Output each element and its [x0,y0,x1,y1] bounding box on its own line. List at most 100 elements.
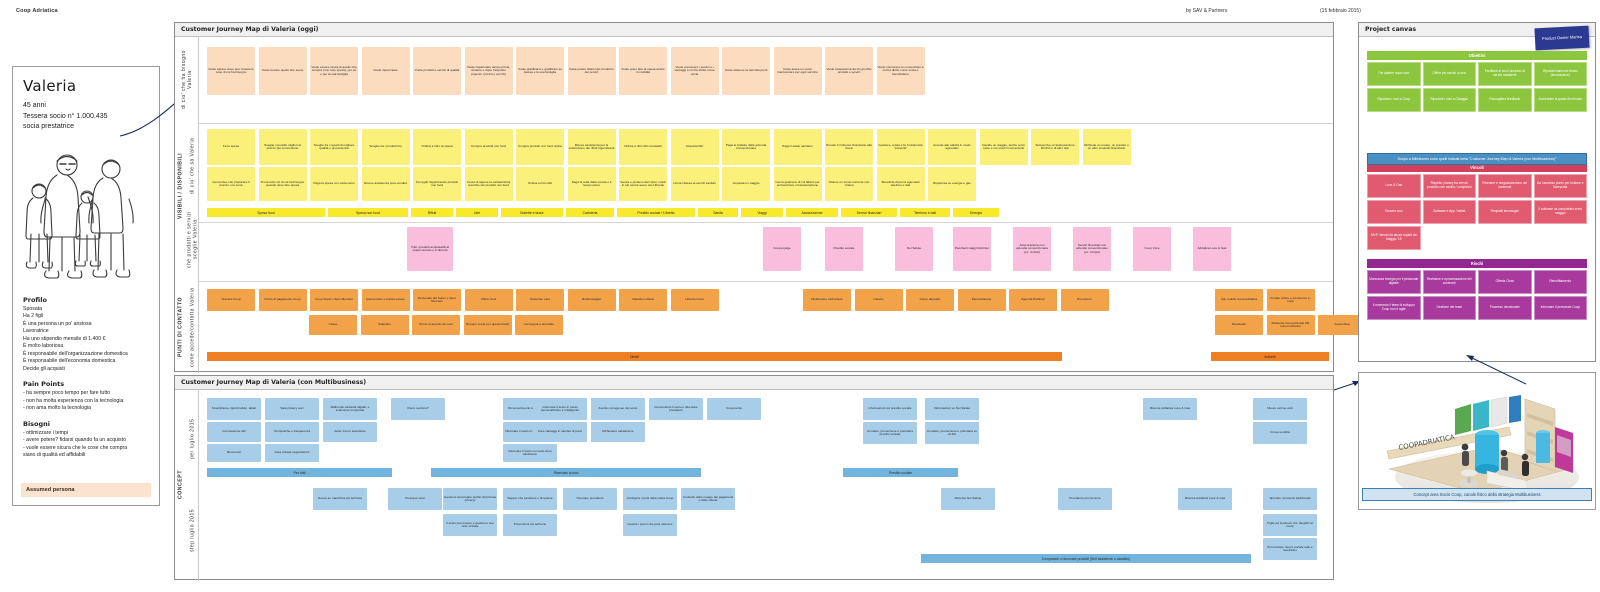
concept-note[interactable]: Smartphone, tipo/di tablet, tablet [207,398,261,420]
need-note[interactable]: Vuole potere fidarsi dei prodotti e dei … [567,47,616,95]
category-bar[interactable]: Viaggi [741,208,783,217]
need-note[interactable]: Vuole risparmiare tempo prima, durante e… [464,47,513,95]
concept-note[interactable]: Informazioni sul prestito sociale [863,398,917,420]
visible-note[interactable]: Trova tutto ciò di cui ha bisogno quando… [258,167,307,201]
need-note[interactable]: Vuole gratificarsi e gratificare sé stes… [516,47,564,95]
concept-note[interactable]: Convenzioni il socio e diventare prestat… [649,398,703,420]
touchpoint-note[interactable]: Consegna a domicilio [515,315,563,335]
canvas-cell[interactable]: Facilitare ai soci l'accesso ai servizi … [1478,62,1532,86]
canvas-cell[interactable]: Luce & Gas [1367,174,1421,198]
visible-note[interactable]: Beneficia di premi agevolati telefono e … [876,167,925,201]
visible-note[interactable]: Cerca qualcuno di cui fidarsi per sottos… [773,167,822,201]
visible-note[interactable]: Ordina a ritiro la spesa [413,129,461,165]
visible-note[interactable]: Ordina a ritiro libri scolastici [619,129,667,165]
touchpoint-note[interactable]: Agenzia Robintur [1009,289,1057,311]
offer-note[interactable]: Adriatica Luce & Gas [1193,227,1231,271]
category-bar[interactable]: Energia [953,208,999,217]
visible-note[interactable]: Paga la spesa con carta socio [310,167,358,201]
visible-note[interactable]: Sceglie tra i reparti di migliore qualit… [310,129,358,165]
category-bar[interactable]: Spesa non food [328,208,408,217]
offer-note[interactable]: Prestito sociale [825,227,863,271]
concept-note[interactable]: Configura i punti della Carta Coop [623,488,677,510]
canvas-cell[interactable]: Software e App / tablet [1422,200,1476,224]
touchpoint-note[interactable]: Volantino offerte [619,289,667,311]
visible-note[interactable]: Fa la spesa [207,129,255,165]
concept-note[interactable]: Informazioni su Noi Salute [925,398,979,420]
touchpoint-note[interactable]: Personale del Super e Sper Mercato [413,289,461,311]
concept-note[interactable]: Ricerca Adriatica Luce & Gas [1143,398,1197,420]
category-bar[interactable]: Assicurazione [786,208,838,217]
canvas-cell[interactable]: Riportare i soci a Coop [1367,88,1421,112]
touchpoint-note[interactable]: Coop Super i-Sper Mercato [310,289,358,311]
visible-note[interactable]: Paga la retta della scuola e il tempo pi… [567,167,616,201]
touchpoint-note[interactable]: Libretto [854,289,903,311]
canvas-cell[interactable]: MVP: tenuto da alcuni reparti da Maggio … [1367,226,1421,250]
visible-note[interactable]: Compra prodotti non food online [516,129,564,165]
canvas-cell[interactable]: Revisione e riprocessazione dei contenut… [1422,270,1476,294]
canvas-cell[interactable]: Retrofittamento [1533,270,1587,294]
concept-note[interactable]: Rimorso Noi Salute [941,488,995,510]
offer-note[interactable]: Servizi finanziari con aziende convenzio… [1073,227,1111,271]
canvas-cell[interactable]: Il software va completato entro maggio [1533,200,1587,224]
touchpoint-note[interactable]: Divisione convenzionati UR numeri all'an… [1266,315,1315,335]
concept-note[interactable]: Connessione wifi [207,422,261,442]
concept-note[interactable]: Gestione del proprio profilo di (inclusa… [443,488,497,510]
offer-note[interactable]: Assicurazione con azienda convenzionata … [1013,227,1051,271]
need-note[interactable]: Vuole avere un unico interlocutore per o… [773,47,822,95]
touchpoint-note[interactable]: Volantino [360,315,409,335]
concept-note[interactable]: Promozione nuovo portale web e newslette… [1263,538,1317,560]
canvas-cell[interactable]: Mancanza energia per il personale digita… [1367,270,1421,294]
touchpoint-note[interactable]: Ufficio Soci [464,289,513,311]
touchpoint-note[interactable]: Ipermercato e Cassa veloce [361,289,410,311]
concept-note[interactable]: Informare il socio in modo personalizzat… [533,398,587,420]
concept-note[interactable]: Cosa pensi [707,398,761,420]
visible-note[interactable]: Riceve assistenza per la sostituzione de… [567,129,616,165]
concept-note[interactable]: Fare vantaggi in cambio di punti [533,422,587,442]
concept-note[interactable]: Ascolto omogeneo del socio [591,398,645,420]
touchpoint-note[interactable]: Punto di ascolto dei soci [412,315,460,335]
concept-note[interactable]: Sapere che assistere e di quante [503,488,557,510]
canvas-cell[interactable]: Aumentare la quota di mercato [1533,88,1587,112]
concept-note[interactable]: Rafforzati editoriali digitali, e scansi… [323,398,377,420]
touchpoint-note[interactable]: App mobile Coop Adriatica [1215,289,1263,311]
touchpoint-note[interactable]: Distributore carburante [803,289,851,311]
category-bar[interactable]: Cartoleria [566,208,614,217]
concept-note[interactable]: Prestatore promozione [1058,488,1112,510]
concept-note[interactable]: Dov'è sezione? [391,398,445,420]
concept-bar[interactable]: Per tutti [207,468,392,477]
concept-note[interactable]: Ricerca Adriatica Luce & Gas [1178,488,1232,510]
category-bar[interactable]: Rifiuti [411,208,453,217]
canvas-cell[interactable]: Tessera soci [1367,200,1421,224]
concept-bar[interactable]: Prestito sociale [843,468,958,477]
concept-note[interactable]: Sala privacy soci [265,398,319,420]
canvas-cell[interactable]: Processo decisionale [1478,296,1532,320]
need-note[interactable]: Vuole conoscere le convenzioni a cui ha … [876,47,925,95]
touchpoint-note[interactable]: Customer care [516,289,564,311]
need-note[interactable]: Vuole sapere dove può trovare le cose di… [207,47,255,95]
touchpoint-note[interactable]: Libreria Coop [670,289,719,311]
offer-note[interactable]: Tutti i prodotti acquistabili al superme… [407,227,453,271]
touchpoint-note[interactable]: Rimborsaggio [567,289,616,311]
canvas-cell[interactable]: Il momento il team di sviluppo Coop non … [1367,296,1421,320]
visible-note[interactable]: Risparmia su energia e gas [928,167,976,201]
need-note[interactable]: Vuole ottenere la raccolta punti [722,47,770,95]
need-note[interactable]: Vuole prodotti e servizi di qualità [413,47,461,95]
concept-note[interactable]: Benvenuti [207,444,261,462]
visible-note[interactable]: Limita l'attesa ai servizi sanitari [670,167,719,201]
canvas-cell[interactable]: Far aderire nuovi soci [1367,62,1421,86]
canvas-cell[interactable]: Requisiti tecnologici [1478,200,1532,224]
visible-note[interactable]: Paga le bollette della azienda convenzio… [722,129,770,165]
touchpoint-note[interactable]: Numero verde per quesiti diretti [463,315,512,335]
touchpoint-summary-bar[interactable]: Indiretti [1211,352,1329,361]
category-bar[interactable]: Telefono e dati [900,208,950,217]
visible-note[interactable]: Gestisce, tutela e fa l'ortodonzia "pres… [876,129,925,165]
touchpoint-summary-bar[interactable]: Diretti [207,352,1062,361]
offer-note[interactable]: Noi Salute [895,227,933,271]
category-bar[interactable]: Sanità [698,208,738,217]
visible-note[interactable]: Ordina a ritiro libri [516,167,564,201]
concept-note[interactable]: Ovunque prestatore [563,488,617,510]
concept-note[interactable]: Contatto, promozione e prioritaria su Al… [925,422,979,444]
visible-note[interactable]: Acquista libri [670,129,719,165]
visible-note[interactable]: Cerca di sapere la caratteristica tecnic… [464,167,513,201]
need-note[interactable]: Vuole poter fare la spesa anche in mobil… [619,47,667,95]
